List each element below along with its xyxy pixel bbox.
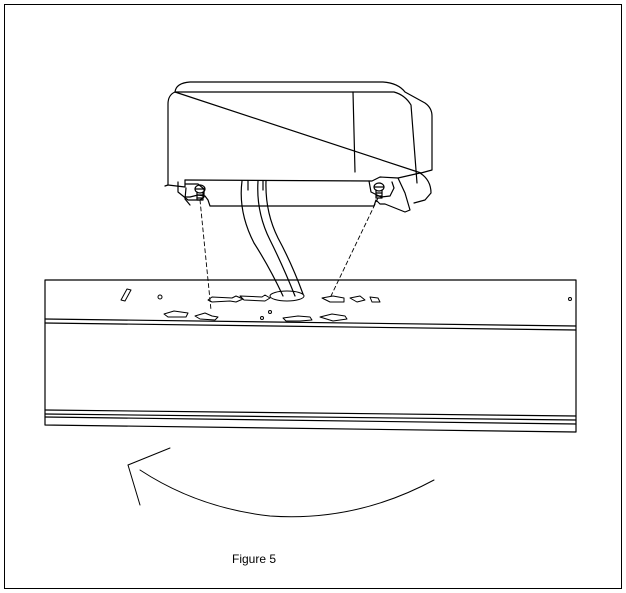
driver-box <box>164 81 433 213</box>
figure-caption: Figure 5 <box>232 552 277 566</box>
fixture-channel <box>44 279 577 433</box>
alignment-lines <box>199 197 379 311</box>
figure-frame <box>4 4 622 589</box>
mounting-screw-left <box>194 184 206 201</box>
rotation-arrow <box>127 447 435 518</box>
cable <box>240 180 304 297</box>
keyhole-slots <box>120 288 572 322</box>
mounting-screw-right <box>373 182 385 199</box>
